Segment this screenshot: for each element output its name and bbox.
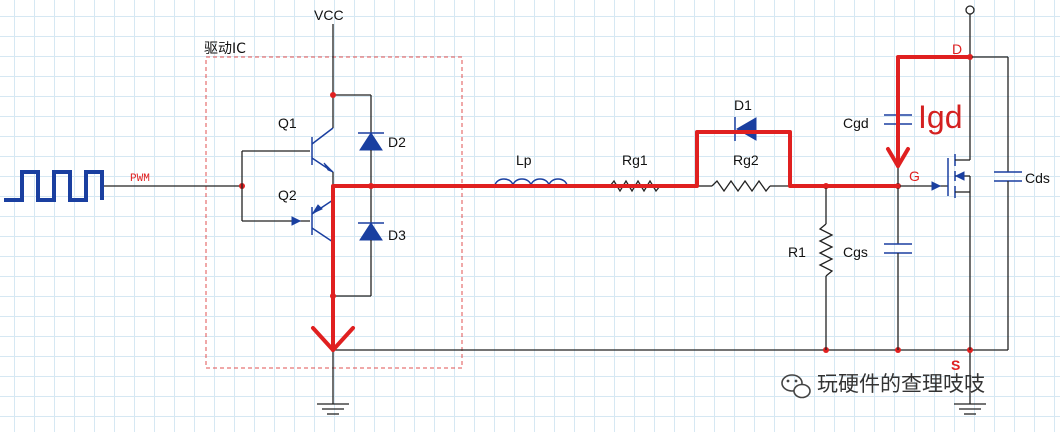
- d2-label: D2: [388, 134, 406, 150]
- mosfet-transistor: [931, 154, 971, 198]
- lp-label: Lp: [516, 152, 532, 168]
- q2-transistor: [291, 199, 334, 296]
- ground-symbol-mosfet: [954, 350, 986, 415]
- igd-current-path: [311, 55, 972, 352]
- d1-label: D1: [734, 97, 752, 113]
- rg1-label: Rg1: [622, 152, 648, 168]
- r1-label: R1: [788, 244, 806, 260]
- gate-label: G: [909, 168, 920, 184]
- junction-dot: [330, 92, 336, 98]
- source-label: S: [951, 357, 960, 373]
- wechat-icon: [781, 374, 811, 399]
- d1-diode: [734, 117, 757, 141]
- driver-ic-label: 驱动IC: [204, 41, 246, 57]
- q1-transistor: [311, 120, 334, 186]
- drain-label: D: [952, 41, 962, 57]
- vcc-label: VCC: [314, 7, 344, 23]
- q1-label: Q1: [278, 115, 297, 131]
- drain-terminal: [965, 5, 975, 15]
- cds-capacitor: [994, 171, 1022, 182]
- q2-label: Q2: [278, 187, 297, 203]
- cgs-capacitor: [884, 243, 912, 254]
- ground-symbol-driver: [317, 403, 349, 415]
- cgs-label: Cgs: [843, 244, 868, 260]
- rg2-resistor: [711, 179, 771, 193]
- pwm-label: PWM: [130, 173, 150, 185]
- r1-resistor: [818, 223, 834, 277]
- rg2-label: Rg2: [733, 152, 759, 168]
- igd-label: Igd: [918, 99, 962, 135]
- watermark-text: 玩硬件的查理吱吱: [817, 372, 985, 396]
- pwm-square-wave-icon: [4, 170, 104, 202]
- d2-diode: [358, 130, 384, 186]
- cds-label: Cds: [1025, 170, 1050, 186]
- d3-label: D3: [388, 227, 406, 243]
- d3-diode: [358, 186, 384, 296]
- driver-ic-box: [205, 56, 463, 369]
- cgd-label: Cgd: [843, 115, 869, 131]
